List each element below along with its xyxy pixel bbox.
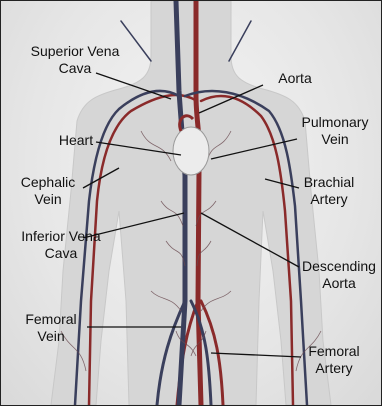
label-pulmonary-vein-line1: Pulmonary (293, 114, 377, 131)
label-heart-text: Heart (51, 132, 101, 149)
label-inferior-vena-cava: Inferior Vena Cava (11, 228, 111, 262)
label-superior-vena-cava: Superior Vena Cava (19, 43, 131, 77)
label-femoral-vein-line1: Femoral (19, 311, 83, 328)
label-descending-aorta-line2: Aorta (297, 275, 381, 292)
label-descending-aorta: Descending Aorta (297, 258, 381, 292)
label-brachial-artery-line1: Brachial (297, 174, 361, 191)
label-femoral-artery-line2: Artery (299, 360, 369, 377)
label-cephalic-vein-line2: Vein (15, 191, 81, 208)
label-femoral-artery-line1: Femoral (299, 343, 369, 360)
label-pulmonary-vein-line2: Vein (293, 131, 377, 148)
label-femoral-vein-line2: Vein (19, 328, 83, 345)
label-descending-aorta-line1: Descending (297, 258, 381, 275)
label-femoral-artery: Femoral Artery (299, 343, 369, 377)
label-cephalic-vein: Cephalic Vein (15, 174, 81, 208)
label-aorta-text: Aorta (265, 70, 325, 87)
label-cephalic-vein-line1: Cephalic (15, 174, 81, 191)
label-femoral-vein: Femoral Vein (19, 311, 83, 345)
label-superior-vena-cava-line2: Cava (19, 60, 131, 77)
label-heart: Heart (51, 132, 101, 149)
label-inferior-vena-cava-line2: Cava (11, 245, 111, 262)
label-superior-vena-cava-line1: Superior Vena (19, 43, 131, 60)
label-brachial-artery-line2: Artery (297, 191, 361, 208)
label-pulmonary-vein: Pulmonary Vein (293, 114, 377, 148)
label-aorta: Aorta (265, 70, 325, 87)
label-brachial-artery: Brachial Artery (297, 174, 361, 208)
label-inferior-vena-cava-line1: Inferior Vena (11, 228, 111, 245)
